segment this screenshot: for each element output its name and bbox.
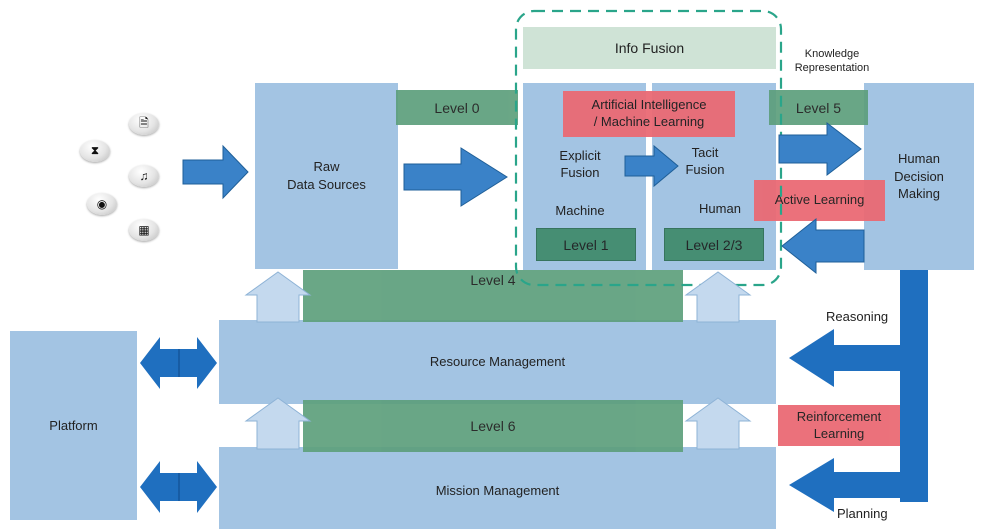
machine-label: Machine bbox=[555, 203, 605, 218]
raw-data-sources-box: Raw Data Sources bbox=[255, 83, 398, 269]
platform-label: Platform bbox=[49, 417, 98, 433]
resource-management-label: Resource Management bbox=[429, 354, 566, 370]
ai-ml-highlight: Artificial Intelligence / Machine Learni… bbox=[563, 91, 735, 137]
reinforcement-learning-highlight: Reinforcement Learning bbox=[778, 405, 900, 446]
rss-icon: ⧗ bbox=[80, 140, 110, 162]
music-icon: ♫ bbox=[129, 165, 159, 187]
level-5-bar: Level 5 bbox=[769, 90, 868, 125]
human-decision-making-box: Human Decision Making bbox=[864, 83, 974, 270]
level-4-bar: Level 4 bbox=[303, 270, 683, 322]
tacit-fusion-label: Tacit Fusion bbox=[685, 145, 725, 177]
level-0-bar: Level 0 bbox=[396, 90, 518, 125]
info-fusion-label: Info Fusion bbox=[614, 39, 685, 56]
knowledge-representation-label: Knowledge Representation bbox=[794, 48, 870, 75]
human-label: Human bbox=[699, 201, 741, 216]
level-5-label: Level 5 bbox=[795, 99, 842, 116]
level-2-3-label: Level 2/3 bbox=[685, 236, 743, 253]
decision-to-fusion-arrow bbox=[781, 217, 865, 275]
resource-to-fusion-up-arrow bbox=[684, 271, 752, 323]
mission-management-box: Mission Management bbox=[219, 447, 776, 529]
level-6-bar: Level 6 bbox=[303, 400, 683, 452]
level-6-label: Level 6 bbox=[470, 418, 516, 434]
mission-management-label: Mission Management bbox=[435, 483, 560, 499]
fusion-to-decision-arrow bbox=[778, 121, 862, 177]
feedback-vertical-bar bbox=[900, 270, 928, 502]
info-fusion-box: Info Fusion bbox=[523, 27, 776, 69]
level-2-3-bar: Level 2/3 bbox=[664, 228, 764, 261]
film-icon: ▦ bbox=[129, 219, 159, 241]
level-1-bar: Level 1 bbox=[536, 228, 636, 261]
mission-to-resource-up-arrow-right bbox=[684, 397, 752, 450]
level-1-label: Level 1 bbox=[563, 236, 609, 253]
active-learning-highlight: Active Learning bbox=[754, 180, 885, 221]
raw-data-sources-label: Raw Data Sources bbox=[287, 159, 366, 192]
level-0-label: Level 0 bbox=[434, 99, 480, 116]
resource-management-box: Resource Management bbox=[219, 320, 776, 404]
platform-box: Platform bbox=[10, 331, 137, 520]
planning-label: Planning bbox=[837, 506, 888, 521]
resource-to-raw-up-arrow bbox=[244, 271, 312, 323]
raw-to-fusion-arrow bbox=[403, 147, 508, 207]
reinforcement-learning-label: Reinforcement Learning bbox=[796, 408, 882, 441]
reasoning-arrow bbox=[789, 329, 900, 387]
document-icon: 🗎 bbox=[129, 113, 159, 135]
reasoning-label: Reasoning bbox=[826, 309, 889, 324]
sources-to-raw-arrow bbox=[182, 144, 249, 200]
level-4-label: Level 4 bbox=[470, 272, 516, 288]
ai-ml-label: Artificial Intelligence / Machine Learni… bbox=[591, 97, 707, 129]
active-learning-label: Active Learning bbox=[774, 192, 865, 208]
explicit-to-tacit-arrow bbox=[624, 144, 679, 188]
explicit-fusion-label: Explicit Fusion bbox=[559, 148, 601, 180]
mission-to-resource-up-arrow-left bbox=[244, 397, 312, 450]
info-fusion-boundary bbox=[514, 9, 783, 287]
planning-arrow bbox=[789, 458, 900, 512]
camera-icon: ◉ bbox=[87, 193, 117, 215]
human-decision-making-label: Human Decision Making bbox=[894, 151, 944, 202]
